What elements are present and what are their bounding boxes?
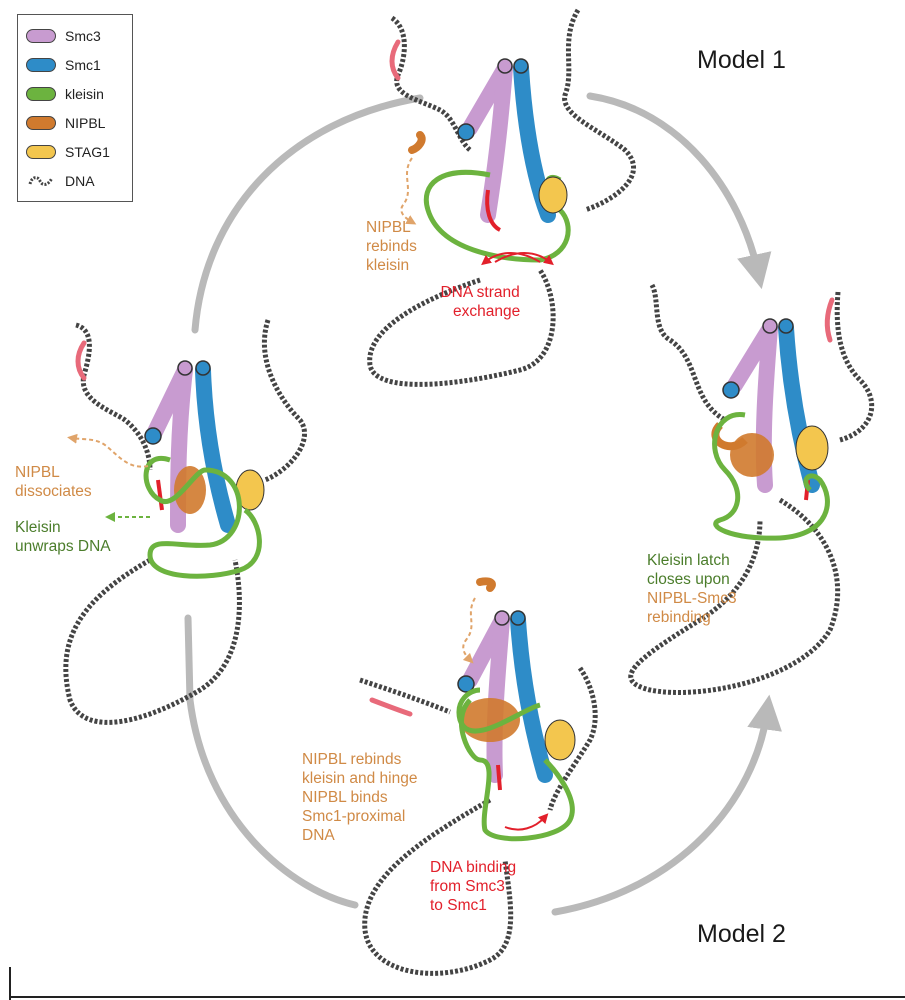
annotation-right-latch: Kleisin latch closes upon (647, 551, 730, 589)
annotation-line: unwraps DNA (15, 538, 111, 555)
annotation-top-nipbl: NIPBL rebinds kleisin (366, 218, 417, 275)
legend-label: Smc3 (65, 28, 101, 44)
legend-label: STAG1 (65, 144, 110, 160)
annotation-line: closes upon (647, 571, 730, 588)
dna-swatch-icon (28, 176, 54, 186)
cycle-arrow-left-bottom (184, 614, 359, 909)
legend-label: kleisin (65, 86, 104, 102)
annotation-line: NIPBL binds (302, 789, 388, 806)
frame-border-bottom (9, 996, 905, 998)
nipbl-swatch-icon (26, 116, 56, 130)
dna-strands (63, 8, 875, 976)
legend-box: Smc3 Smc1 kleisin NIPBL STAG1 DNA (17, 14, 133, 202)
annotation-right-rebinding: NIPBL-Smc3 rebinding (647, 589, 737, 627)
complex-left (67, 360, 265, 579)
legend-item-stag1: STAG1 (26, 141, 110, 163)
annotation-line: Kleisin (15, 519, 61, 536)
complex-top (400, 58, 571, 266)
annotation-line: dissociates (15, 483, 92, 500)
cycle-arrow-model1 (586, 92, 772, 290)
legend-label: NIPBL (65, 115, 106, 131)
smc1-swatch-icon (26, 58, 56, 72)
annotation-line: rebinds (366, 238, 417, 255)
annotation-line: to Smc1 (430, 897, 487, 914)
smc3-swatch-icon (26, 29, 56, 43)
annotation-left-nipbl: NIPBL dissociates (15, 463, 92, 501)
legend-item-dna: DNA (26, 170, 95, 192)
annotation-line: NIPBL-Smc3 (647, 590, 737, 607)
legend-item-nipbl: NIPBL (26, 112, 105, 134)
annotation-line: Smc1-proximal (302, 808, 406, 825)
annotation-line: kleisin (366, 257, 410, 274)
annotation-bottom-nipbl: NIPBL rebinds kleisin and hinge NIPBL bi… (302, 750, 417, 845)
annotation-top-strand-exchange: DNA strand exchange (440, 283, 520, 321)
legend-item-smc1: Smc1 (26, 54, 101, 76)
annotation-line: DNA strand (440, 284, 520, 301)
annotation-line: rebinding (647, 609, 711, 626)
legend-item-smc3: Smc3 (26, 25, 101, 47)
dna-highlights (75, 39, 835, 717)
cycle-arrow-left-top (191, 94, 424, 334)
annotation-line: DNA (302, 827, 335, 844)
legend-label: DNA (65, 173, 95, 189)
annotation-left-kleisin: Kleisin unwraps DNA (15, 518, 111, 556)
annotation-line: kleisin and hinge (302, 770, 418, 787)
frame-border-left (9, 967, 11, 1000)
legend-label: Smc1 (65, 57, 101, 73)
complex-bottom (456, 577, 576, 842)
kleisin-swatch-icon (26, 87, 56, 101)
model-2-label: Model 2 (697, 920, 786, 948)
annotation-line: DNA binding (430, 859, 517, 876)
stag1-swatch-icon (26, 145, 56, 159)
legend-item-kleisin: kleisin (26, 83, 104, 105)
annotation-line: from Smc3 (430, 878, 505, 895)
annotation-line: Kleisin latch (647, 552, 730, 569)
annotation-line: NIPBL (366, 219, 411, 236)
model-1-label: Model 1 (697, 46, 786, 74)
annotation-line: NIPBL rebinds (302, 751, 402, 768)
cycle-arrows (184, 92, 782, 916)
annotation-line: exchange (453, 303, 521, 320)
cycle-arrow-model2 (551, 694, 782, 916)
complex-right (711, 318, 830, 541)
annotation-bottom-dna-binding: DNA binding from Smc3 to Smc1 (430, 858, 516, 915)
annotation-line: NIPBL (15, 464, 60, 481)
